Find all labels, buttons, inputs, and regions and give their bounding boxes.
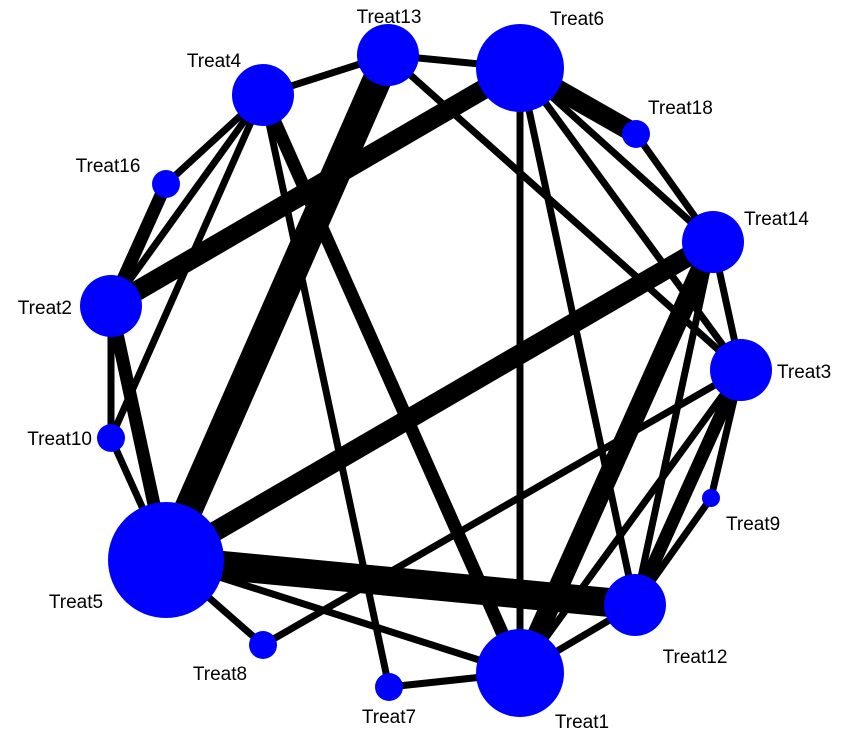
node-treat2 <box>80 275 142 337</box>
node-label-treat1: Treat1 <box>555 712 609 733</box>
node-label-treat3: Treat3 <box>777 362 831 383</box>
node-label-treat4: Treat4 <box>187 51 242 72</box>
edge-treat6-treat3 <box>517 65 744 373</box>
labels-layer: Treat1Treat2Treat3Treat4Treat5Treat6Trea… <box>18 7 831 733</box>
node-label-treat6: Treat6 <box>550 9 604 30</box>
node-label-treat9: Treat9 <box>726 514 780 535</box>
node-treat13 <box>357 24 419 86</box>
edge-treat4-treat10 <box>107 93 267 440</box>
node-label-treat16: Treat16 <box>76 156 141 177</box>
node-treat1 <box>476 629 564 717</box>
node-treat8 <box>249 631 277 659</box>
edge-treat14-treat1 <box>510 237 723 678</box>
nodes-layer <box>80 24 772 717</box>
node-treat3 <box>710 339 772 401</box>
node-label-treat8: Treat8 <box>193 664 247 685</box>
node-treat14 <box>682 211 744 273</box>
node-treat12 <box>604 574 666 636</box>
edge-treat3-treat1 <box>517 367 744 676</box>
edge-treat5-treat13 <box>152 49 402 566</box>
node-label-treat10: Treat10 <box>27 429 92 450</box>
edge-treat3-treat12 <box>629 367 747 608</box>
node-label-treat14: Treat14 <box>744 209 809 230</box>
node-treat4 <box>232 64 294 126</box>
node-treat18 <box>622 120 650 148</box>
node-label-treat5: Treat5 <box>49 592 103 613</box>
node-treat9 <box>702 489 720 507</box>
edge-treat2-treat4 <box>108 92 266 309</box>
node-label-treat7: Treat7 <box>362 707 416 728</box>
edge-treat3-treat8 <box>261 366 743 649</box>
edge-treat5-treat1 <box>164 556 522 677</box>
node-treat16 <box>152 170 180 198</box>
node-label-treat2: Treat2 <box>18 298 72 319</box>
edge-treat6-treat12 <box>516 67 639 606</box>
node-label-treat18: Treat18 <box>648 98 713 119</box>
edge-treat4-treat1 <box>257 92 526 676</box>
node-treat5 <box>108 502 224 618</box>
node-treat6 <box>476 24 564 112</box>
node-label-treat12: Treat12 <box>663 647 728 668</box>
node-label-treat13: Treat13 <box>357 7 422 28</box>
node-treat7 <box>375 673 403 701</box>
node-treat10 <box>97 424 125 452</box>
edge-treat14-treat12 <box>631 241 717 606</box>
edge-treat5-treat14 <box>160 233 719 569</box>
